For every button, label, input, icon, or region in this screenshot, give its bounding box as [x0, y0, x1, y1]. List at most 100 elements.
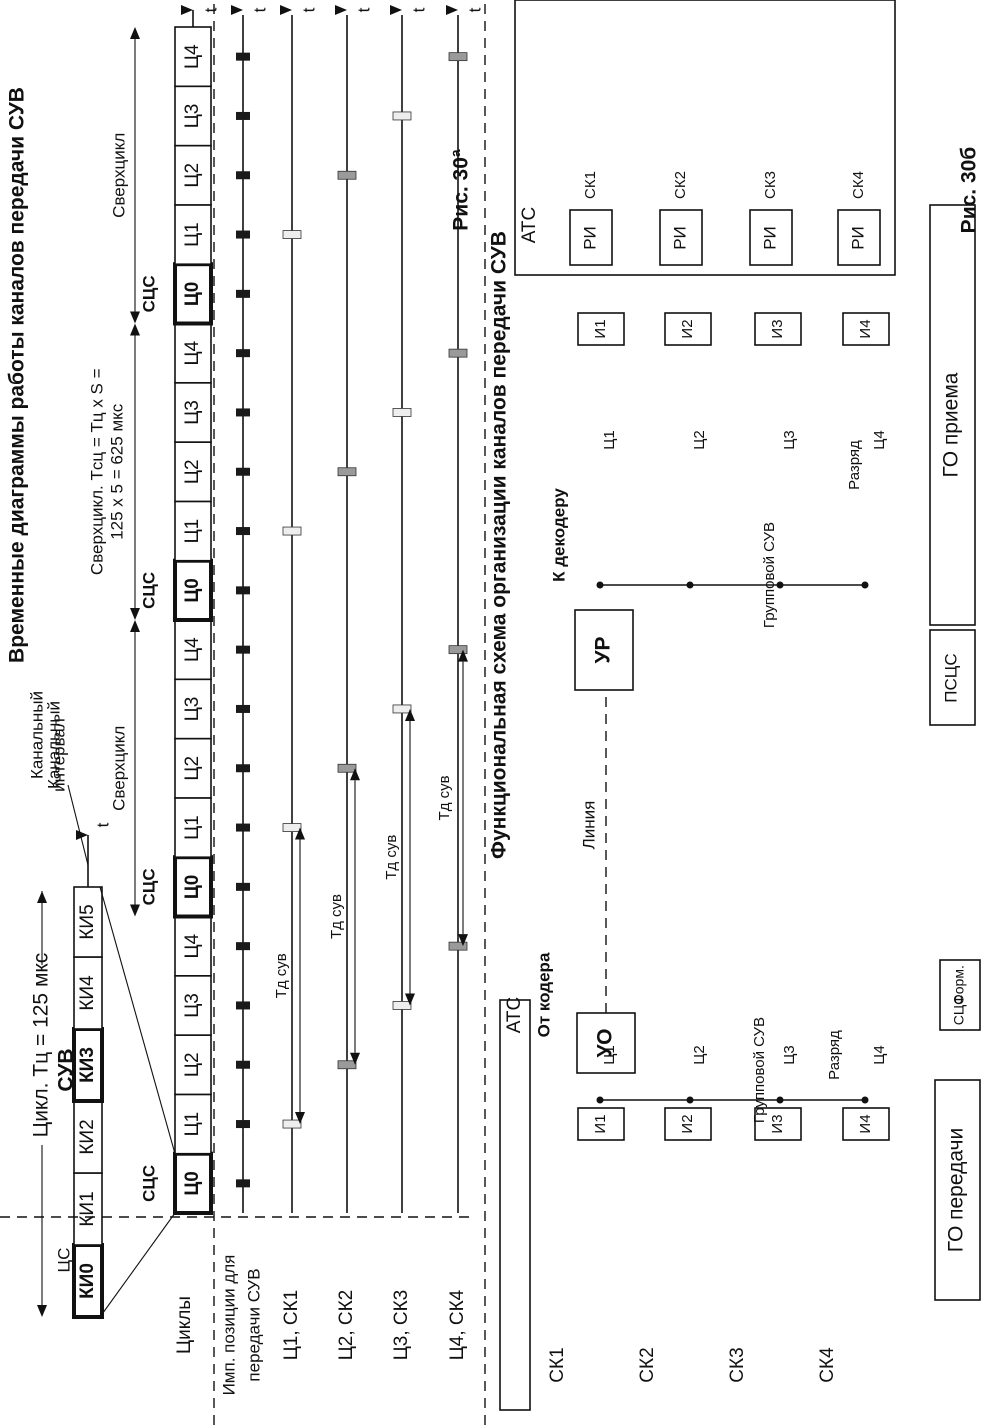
imp-pulse-7: [236, 764, 250, 773]
imp-pulse-9: [236, 645, 250, 654]
junction-dot: [861, 1096, 869, 1104]
i-rx-0: [577, 312, 625, 346]
ri-label-2: РИ: [760, 226, 779, 250]
signal-pulse: [337, 763, 357, 773]
junction-dot: [686, 581, 694, 589]
frame-label-12: Ц2: [182, 459, 203, 484]
row-imp2: передачи СУВ: [244, 1268, 263, 1381]
sk-rx-2: СК3: [762, 171, 779, 199]
i-tx-label-3: И4: [857, 1114, 874, 1133]
c-tx-0: Ц1: [601, 1045, 618, 1064]
cycle-slot-label-5: КИ5: [77, 904, 98, 939]
junction-dot: [686, 1096, 694, 1104]
row-imp1: Имп. позиции для: [219, 1255, 238, 1396]
t-label: t: [250, 7, 269, 12]
signal-pulse: [337, 170, 357, 180]
frame-label-0: Ц0: [182, 1171, 203, 1195]
arrow-head: [76, 830, 88, 840]
sk-tx-2: СК3: [727, 1347, 748, 1382]
go-tx: [934, 1079, 981, 1301]
frame-label-18: Ц3: [182, 104, 203, 129]
razryad-rx: Разряд: [846, 440, 863, 490]
supercycle-formula: 125 x 5 = 625 мкс: [107, 403, 126, 540]
signal-pulse: [448, 645, 468, 655]
signal-pulse: [282, 230, 302, 239]
ri-3: [837, 209, 881, 266]
imp-pulse-5: [236, 882, 250, 891]
signal-pulse: [448, 941, 468, 951]
imp-pulse-17: [236, 171, 250, 180]
signal-pulse: [392, 1001, 412, 1010]
t-label: t: [354, 7, 373, 12]
arrow-head: [446, 5, 458, 15]
imp-pulse-10: [236, 586, 250, 595]
frame-label-10: Ц0: [182, 578, 203, 602]
frame-label-5: Ц0: [182, 875, 203, 899]
sync-label-10: СЦС: [139, 572, 158, 609]
c-tx-2: Ц3: [781, 1045, 798, 1064]
i-rx-label-3: И4: [857, 319, 874, 338]
frame-label-4: Ц4: [182, 933, 203, 958]
td-label-0: Tд сув: [273, 953, 290, 998]
frame-label-3: Ц3: [182, 993, 203, 1018]
channel-interval-label: интервал: [49, 718, 68, 792]
imp-pulse-0: [236, 1179, 250, 1188]
group-suv-tx: Групповой СУВ: [751, 1017, 768, 1123]
zoom-line: [99, 886, 176, 1154]
cs-label: ЦС: [54, 1248, 73, 1273]
arrow-head: [458, 934, 468, 947]
i-rx-1: [664, 312, 712, 346]
form-sc-label: Форм.: [951, 965, 967, 1005]
supercycle-label: Сверхцикл: [109, 133, 128, 218]
i-tx-1: [664, 1107, 712, 1141]
signal-pulse: [282, 823, 302, 832]
ur-block: [574, 609, 634, 691]
imp-pulse-1: [236, 1120, 250, 1129]
t-label: t: [299, 7, 318, 12]
imp-pulse-16: [236, 230, 250, 239]
signal-pulse: [392, 704, 412, 714]
signal-pulse: [448, 52, 468, 62]
arrow-head: [405, 993, 415, 1006]
frame-label-8: Ц3: [182, 697, 203, 722]
ats-rx: [514, 0, 896, 276]
junction-dot: [776, 581, 784, 589]
zoom-line: [99, 1212, 176, 1318]
imp-pulse-15: [236, 289, 250, 298]
c-tx-1: Ц2: [691, 1045, 708, 1064]
row-label-0: Ц1, СК1: [281, 1290, 302, 1361]
from-coder: От кодера: [534, 952, 553, 1037]
arrow-head: [37, 1305, 47, 1317]
fig-b-label: Рис. 30б: [958, 147, 981, 234]
razryad-tx: Разряд: [826, 1030, 843, 1080]
arrow-head: [130, 311, 140, 324]
arrow-head: [130, 608, 140, 620]
cycle-slot-label-0: КИ0: [77, 1263, 98, 1299]
frame-label-17: Ц2: [182, 163, 203, 188]
ri-label-3: РИ: [848, 226, 867, 250]
arrow-head: [130, 620, 140, 632]
cycle-slot-label-1: КИ1: [77, 1191, 98, 1226]
i-rx-2: [754, 312, 802, 346]
ats-tx-label: АТС: [504, 997, 525, 1034]
junction-dot: [596, 1096, 604, 1104]
i-rx-label-1: И2: [679, 319, 696, 338]
imp-pulse-6: [236, 823, 250, 832]
uo-label: УО: [594, 1029, 617, 1058]
td-label-3: Tд сув: [436, 775, 453, 820]
row-header: Циклы: [174, 1296, 195, 1354]
suv-label: СУВ: [55, 1048, 78, 1091]
go-rx-label: ГО приема: [940, 372, 963, 477]
t-label: t: [93, 822, 112, 827]
arrow-head: [390, 5, 402, 15]
c-rx-0: Ц1: [601, 430, 618, 449]
i-tx-2: [754, 1107, 802, 1141]
imp-pulse-3: [236, 1001, 250, 1010]
psc-block: [929, 629, 976, 726]
c-rx-3: Ц4: [871, 430, 888, 449]
imp-pulse-18: [236, 111, 250, 120]
sk-tx-3: СК4: [817, 1347, 838, 1383]
ats-rx-label: АТС: [519, 207, 540, 244]
arrow-head: [405, 708, 415, 721]
cycle-slot-label-4: КИ4: [77, 975, 98, 1011]
